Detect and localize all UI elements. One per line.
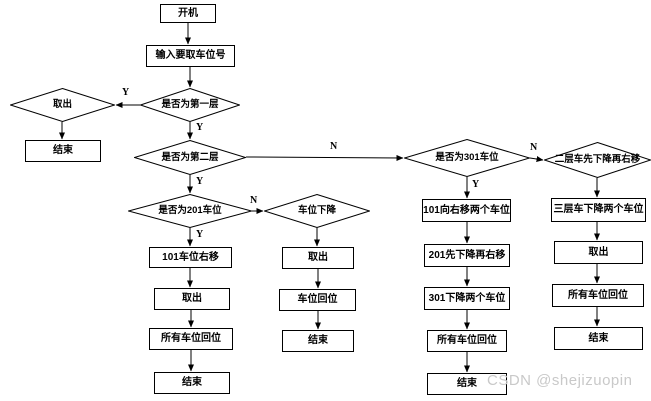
node-label: 取出 bbox=[308, 252, 328, 263]
node-label: 车位回位 bbox=[297, 294, 338, 305]
flow-node-floor3-down-two: 三层车下降两个车位 bbox=[551, 198, 646, 222]
node-label: 101向右移两个车位 bbox=[423, 204, 510, 216]
edge-is-slot-301-to-floor2-down-right bbox=[529, 156, 544, 162]
flow-node-is-slot-301: 是否为301车位 bbox=[404, 139, 530, 177]
node-label: 开机 bbox=[178, 7, 198, 19]
node-label: 是否为201车位 bbox=[158, 205, 222, 217]
flow-node-all-back-301: 所有车位回位 bbox=[427, 330, 507, 352]
node-label: 所有车位回位 bbox=[161, 333, 221, 344]
node-label: 三层车下降两个车位 bbox=[553, 204, 644, 215]
flow-node-take-out-right: 取出 bbox=[554, 241, 643, 264]
flow-node-take-out-2f: 取出 bbox=[154, 288, 230, 310]
node-label: 301下降两个车位 bbox=[428, 292, 506, 304]
flow-node-is-second-floor: 是否为第二层 bbox=[134, 140, 246, 175]
flow-node-end-mid: 结束 bbox=[282, 330, 354, 352]
node-label: 101车位右移 bbox=[162, 251, 219, 263]
node-label: 201先下降再右移 bbox=[428, 249, 506, 261]
flow-node-take-out-mid: 取出 bbox=[282, 247, 354, 269]
node-label: 是否为301车位 bbox=[435, 152, 499, 164]
edge-label-is-slot-301-Y: Y bbox=[472, 179, 480, 190]
edge-label-is-second-floor-Y: Y bbox=[196, 176, 204, 187]
flow-node-is-first-floor: 是否为第一层 bbox=[140, 88, 240, 122]
node-label: 所有车位回位 bbox=[437, 335, 497, 346]
flow-node-all-back-right: 所有车位回位 bbox=[552, 284, 644, 307]
node-label: 是否为第二层 bbox=[161, 151, 219, 163]
edge-label-is-slot-201-Y: Y bbox=[196, 229, 204, 240]
edge-label-is-slot-201-N: N bbox=[250, 195, 258, 206]
flow-node-slot-back-mid: 车位回位 bbox=[279, 289, 356, 311]
node-label: 结束 bbox=[182, 377, 202, 388]
flow-node-move-101-right: 101车位右移 bbox=[149, 247, 232, 268]
node-label: 取出 bbox=[52, 99, 72, 111]
node-label: 结束 bbox=[308, 335, 328, 346]
flow-node-slot-descend: 车位下降 bbox=[264, 194, 370, 228]
flow-node-end-301: 结束 bbox=[427, 373, 507, 395]
flow-node-floor2-down-right: 二层车先下降再右移 bbox=[544, 142, 651, 178]
flow-node-is-slot-201: 是否为201车位 bbox=[128, 194, 252, 228]
flow-node-input-slot-number: 输入要取车位号 bbox=[146, 45, 235, 67]
edge-label-is-first-floor-Y: Y bbox=[122, 87, 130, 98]
flow-node-all-back-2f: 所有车位回位 bbox=[149, 328, 233, 350]
edge-is-second-floor-to-is-slot-301 bbox=[245, 154, 404, 161]
node-label: 取出 bbox=[182, 293, 202, 304]
node-label: 结束 bbox=[53, 145, 73, 156]
flow-node-start: 开机 bbox=[160, 4, 216, 23]
flow-node-end-2f: 结束 bbox=[154, 372, 230, 394]
csdn-watermark: CSDN @shejizuopin bbox=[487, 372, 633, 389]
node-label: 结束 bbox=[457, 378, 477, 389]
node-label: 取出 bbox=[588, 246, 609, 258]
flow-node-end-right: 结束 bbox=[554, 327, 643, 350]
node-label: 所有车位回位 bbox=[568, 289, 628, 301]
node-label: 输入要取车位号 bbox=[155, 50, 226, 61]
node-label: 二层车先下降再右移 bbox=[554, 154, 641, 166]
flow-node-move-201-down: 201先下降再右移 bbox=[424, 244, 510, 267]
flow-node-move-101-right-2: 101向右移两个车位 bbox=[422, 199, 511, 222]
edge-label-is-slot-301-N: N bbox=[530, 142, 538, 153]
node-label: 结束 bbox=[588, 332, 609, 344]
flow-node-take-out-direct: 取出 bbox=[10, 88, 115, 122]
node-label: 是否为第一层 bbox=[161, 99, 219, 111]
flow-node-move-301-down: 301下降两个车位 bbox=[424, 287, 510, 310]
edge-label-is-second-floor-N: N bbox=[330, 141, 338, 152]
edge-label-is-first-floor-Y: Y bbox=[196, 122, 204, 133]
flow-node-end-left: 结束 bbox=[25, 140, 101, 162]
node-label: 车位下降 bbox=[297, 205, 336, 217]
